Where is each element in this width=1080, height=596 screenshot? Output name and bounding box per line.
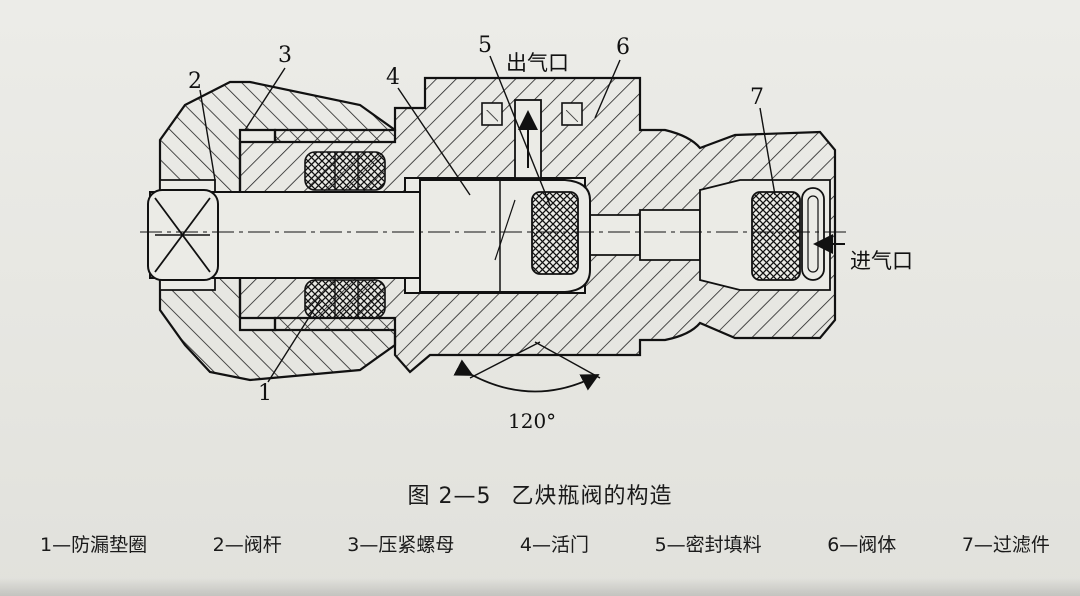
inlet-label: 进气口 — [850, 249, 913, 273]
outlet-label: 出气口 — [506, 51, 569, 75]
legend-item: 4—活门 — [519, 534, 590, 556]
parts-legend: 1—防漏垫圈 2—阀杆 3—压紧螺母 4—活门 5—密封填料 6—阀体 7—过滤… — [40, 530, 1050, 557]
callout-6: 6 — [616, 35, 630, 60]
figure-caption: 图 2—5 乙炔瓶阀的构造 — [0, 478, 1080, 510]
filter-element — [751, 187, 825, 281]
seal-gasket — [304, 151, 386, 319]
legend-item: 3—压紧螺母 — [347, 534, 455, 556]
angle-indicator — [453, 341, 601, 393]
callout-7: 7 — [750, 85, 764, 110]
callout-1: 1 — [258, 381, 272, 406]
callout-2: 2 — [188, 69, 202, 94]
legend-item: 7—过滤件 — [961, 534, 1050, 556]
page-edge-shadow — [0, 578, 1080, 596]
legend-item: 5—密封填料 — [654, 534, 762, 556]
legend-item: 2—阀杆 — [212, 534, 282, 556]
figure-title: 乙炔瓶阀的构造 — [511, 484, 673, 509]
sealing-packing — [531, 191, 579, 275]
acetylene-valve-diagram: 1 2 3 4 5 6 7 出气口 进气口 120° — [140, 33, 913, 433]
legend-item: 1—防漏垫圈 — [40, 534, 148, 556]
callout-3: 3 — [278, 43, 292, 68]
angle-label: 120° — [508, 409, 556, 433]
figure-number: 图 2—5 — [407, 484, 492, 509]
leader-lines — [199, 55, 776, 383]
valve-stem — [147, 189, 421, 281]
callout-4: 4 — [386, 65, 400, 90]
legend-item: 6—阀体 — [827, 534, 897, 556]
callout-5: 5 — [478, 33, 492, 58]
